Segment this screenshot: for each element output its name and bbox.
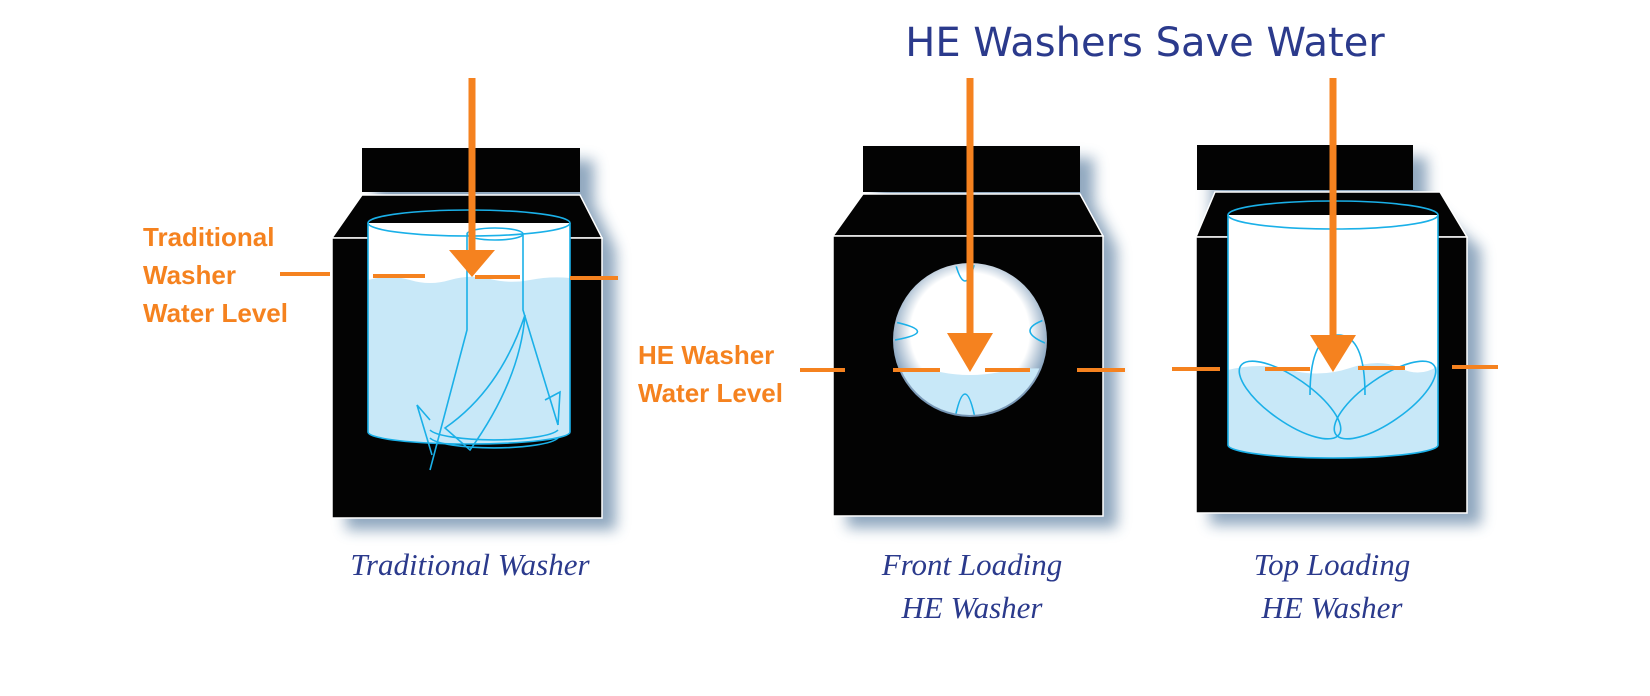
traditional-water-level-label: Traditional Washer Water Level bbox=[143, 222, 288, 328]
caption-top-loading: HE Washer bbox=[1261, 590, 1404, 625]
caption-front-loading: HE Washer bbox=[901, 590, 1044, 625]
label-line: Washer bbox=[143, 260, 236, 290]
label-line: Traditional bbox=[143, 222, 274, 252]
label-line: HE Washer bbox=[638, 340, 774, 370]
water-flow-arrows bbox=[449, 78, 1356, 372]
label-line: Water Level bbox=[143, 298, 288, 328]
caption-top-loading: Top Loading bbox=[1254, 547, 1411, 582]
he-water-level-line bbox=[800, 365, 1498, 372]
caption-traditional: Traditional Washer bbox=[350, 547, 590, 582]
top-loading-washer bbox=[1194, 145, 1481, 525]
he-water-level-label: HE Washer Water Level bbox=[638, 340, 783, 408]
traditional-water-level-line bbox=[280, 272, 618, 280]
caption-front-loading: Front Loading bbox=[881, 547, 1063, 582]
label-line: Water Level bbox=[638, 378, 783, 408]
diagram-title: HE Washers Save Water bbox=[905, 20, 1385, 66]
